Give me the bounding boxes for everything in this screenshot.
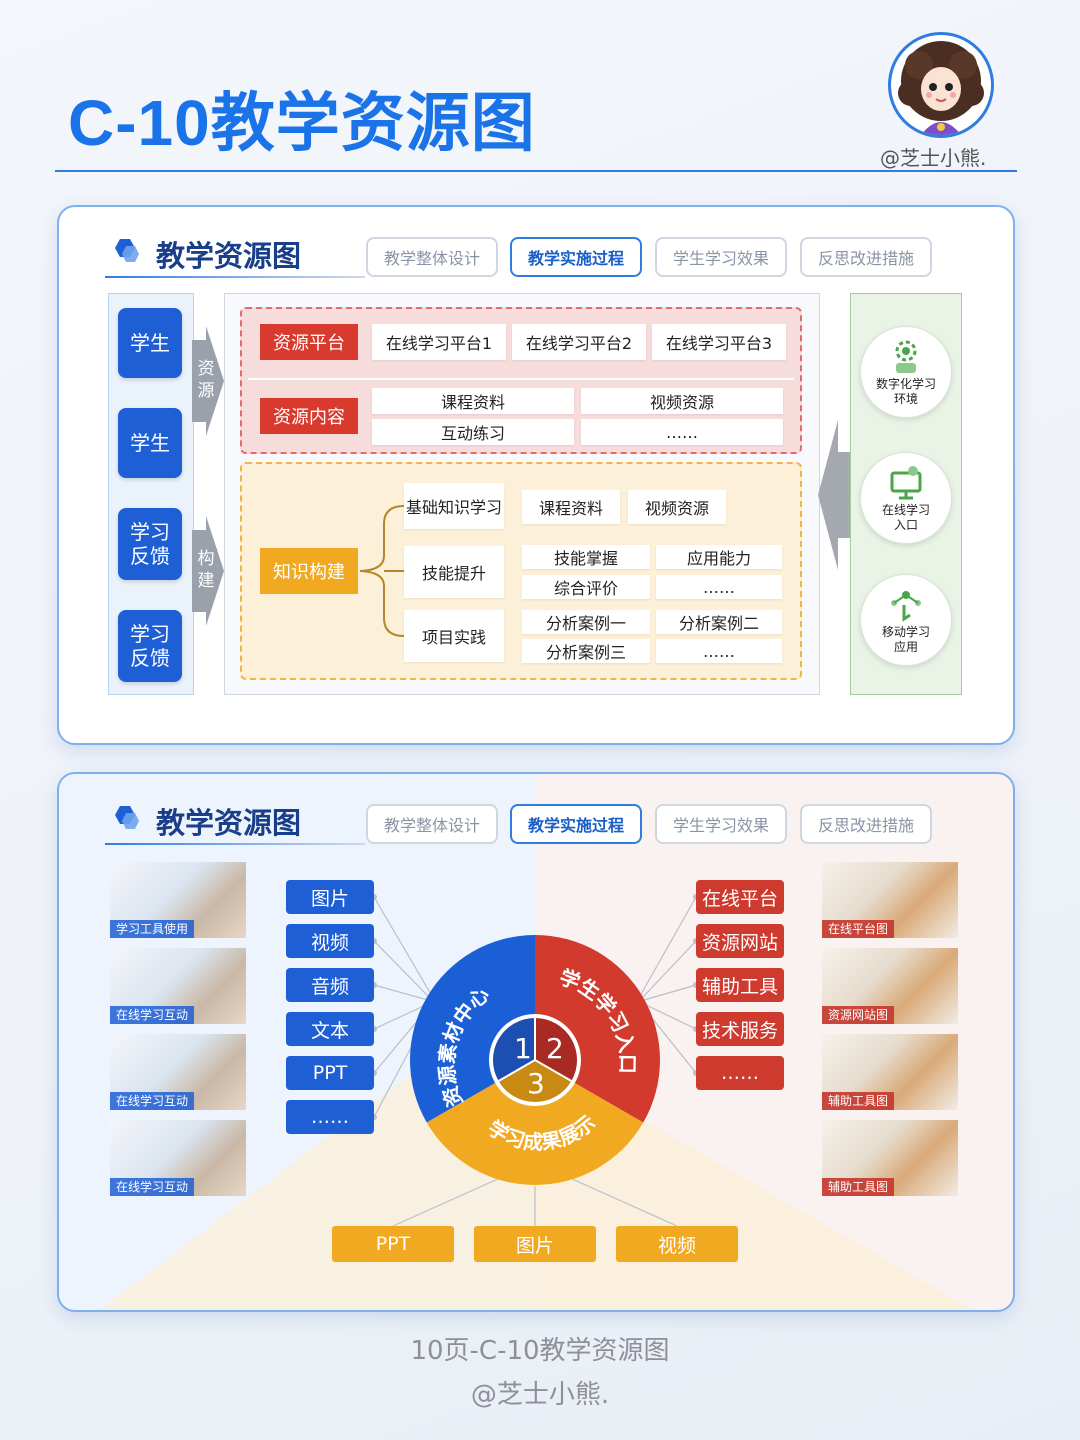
sector-number: 2	[546, 1032, 564, 1065]
tab-learning-effect[interactable]: 学生学习效果	[655, 804, 787, 844]
gear-person-icon	[895, 340, 917, 373]
sector-number: 1	[514, 1032, 532, 1065]
page-title: C-10教学资源图	[68, 87, 536, 159]
feedback-box-2: 学习 反馈	[118, 610, 182, 682]
photo-caption: 在线学习互动	[110, 1178, 195, 1196]
content-cell: 互动练习	[372, 419, 574, 445]
mobile-learning-label: 移动学习 应用	[881, 625, 930, 654]
online-entry-label: 在线学习 入口	[881, 503, 930, 532]
result-pill: PPT	[332, 1226, 454, 1262]
knowledge-item: 应用能力	[656, 545, 782, 569]
knowledge-item: 视频资源	[628, 490, 726, 524]
photo-tablet-typing: 在线学习互动	[110, 948, 246, 1024]
photo-caption: 在线学习互动	[110, 1092, 195, 1110]
knowledge-item: ……	[656, 639, 782, 663]
service-pill: 技术服务	[696, 1012, 784, 1046]
branch-basic-knowledge: 基础知识学习	[404, 483, 504, 529]
online-entry-circle: 在线学习 入口	[860, 452, 952, 544]
media-pill: 图片	[286, 880, 374, 914]
photo-coffee-desk: 辅助工具图	[822, 1034, 958, 1110]
content-cell: 视频资源	[581, 388, 783, 414]
sector-result-display	[426, 1060, 644, 1185]
digital-env-label: 数字化学习 环境	[875, 377, 936, 406]
tab-reflection[interactable]: 反思改进措施	[800, 804, 932, 844]
photo-caption: 辅助工具图	[822, 1178, 895, 1196]
knowledge-item: 分析案例二	[656, 610, 782, 634]
bracket-connector	[359, 505, 405, 637]
hexagon-logo-icon	[115, 239, 139, 262]
panel1-header-underline	[105, 276, 365, 278]
knowledge-item: 技能掌握	[522, 545, 650, 569]
footer-caption: 10页-C-10教学资源图	[410, 1336, 670, 1366]
photo-caption: 在线平台图	[822, 920, 895, 938]
knowledge-item: 分析案例三	[522, 639, 650, 663]
result-pill: 视频	[616, 1226, 738, 1262]
tab-overall-design[interactable]: 教学整体设计	[366, 804, 498, 844]
photo-caption: 辅助工具图	[822, 1092, 895, 1110]
content-cell: ……	[581, 419, 783, 445]
arrow-left-icon	[818, 420, 852, 570]
resource-wheel: 资源素材中心 学生学习入口 学习成果展示 1 2 3	[410, 935, 660, 1185]
platform-cell: 在线学习平台3	[652, 324, 786, 360]
photo-caption: 资源网站图	[822, 1006, 895, 1024]
photo-coffee-desk: 辅助工具图	[822, 1120, 958, 1196]
touch-network-icon	[891, 591, 921, 622]
mobile-learning-circle: 移动学习 应用	[860, 574, 952, 666]
arrow-label-build: 构 建	[195, 548, 217, 592]
hexagon-logo-icon	[115, 806, 139, 829]
panel2-header-underline	[105, 843, 365, 845]
tab-learning-effect[interactable]: 学生学习效果	[655, 237, 787, 277]
service-pill: 在线平台	[696, 880, 784, 914]
photo-coffee-desk: 资源网站图	[822, 948, 958, 1024]
result-pill: 图片	[474, 1226, 596, 1262]
photo-tablet-typing: 学习工具使用	[110, 862, 246, 938]
resource-content-label: 资源内容	[260, 398, 358, 434]
photo-coffee-desk: 在线平台图	[822, 862, 958, 938]
monitor-gear-icon	[890, 466, 922, 500]
panel1-header: 教学资源图	[156, 239, 302, 273]
feedback-box-1: 学习 反馈	[118, 508, 182, 580]
arrow-label-resource: 资 源	[195, 358, 217, 402]
footer-author: @芝士小熊.	[470, 1380, 610, 1410]
media-pill: 视频	[286, 924, 374, 958]
service-pill: 资源网站	[696, 924, 784, 958]
photo-caption: 学习工具使用	[110, 920, 195, 938]
resource-platform-label: 资源平台	[260, 324, 358, 360]
media-pill: 文本	[286, 1012, 374, 1046]
student-box-1: 学生	[118, 308, 182, 378]
author-handle: @芝士小熊.	[880, 146, 987, 170]
photo-caption: 在线学习互动	[110, 1006, 195, 1024]
digital-env-circle: 数字化学习 环境	[860, 326, 952, 418]
knowledge-label: 知识构建	[260, 548, 358, 594]
platform-cell: 在线学习平台1	[372, 324, 506, 360]
service-pill: ……	[696, 1056, 784, 1090]
student-box-2: 学生	[118, 408, 182, 478]
branch-project-practice: 项目实践	[404, 610, 504, 662]
media-pill: ……	[286, 1100, 374, 1134]
tab-implementation[interactable]: 教学实施过程	[510, 804, 642, 844]
avatar-illustration	[898, 41, 984, 135]
sector-number: 3	[527, 1067, 545, 1100]
media-pill: PPT	[286, 1056, 374, 1090]
knowledge-item: 课程资料	[522, 490, 620, 524]
knowledge-item: ……	[656, 575, 782, 599]
knowledge-item: 分析案例一	[522, 610, 650, 634]
title-divider	[55, 170, 1017, 172]
avatar	[888, 32, 994, 138]
content-cell: 课程资料	[372, 388, 574, 414]
service-pill: 辅助工具	[696, 968, 784, 1002]
tab-overall-design[interactable]: 教学整体设计	[366, 237, 498, 277]
tab-reflection[interactable]: 反思改进措施	[800, 237, 932, 277]
tab-implementation[interactable]: 教学实施过程	[510, 237, 642, 277]
knowledge-item: 综合评价	[522, 575, 650, 599]
branch-skill-improvement: 技能提升	[404, 546, 504, 598]
platform-cell: 在线学习平台2	[512, 324, 646, 360]
photo-tablet-typing: 在线学习互动	[110, 1120, 246, 1196]
photo-tablet-typing: 在线学习互动	[110, 1034, 246, 1110]
resource-divider	[248, 378, 794, 380]
panel2-header: 教学资源图	[156, 806, 302, 840]
media-pill: 音频	[286, 968, 374, 1002]
